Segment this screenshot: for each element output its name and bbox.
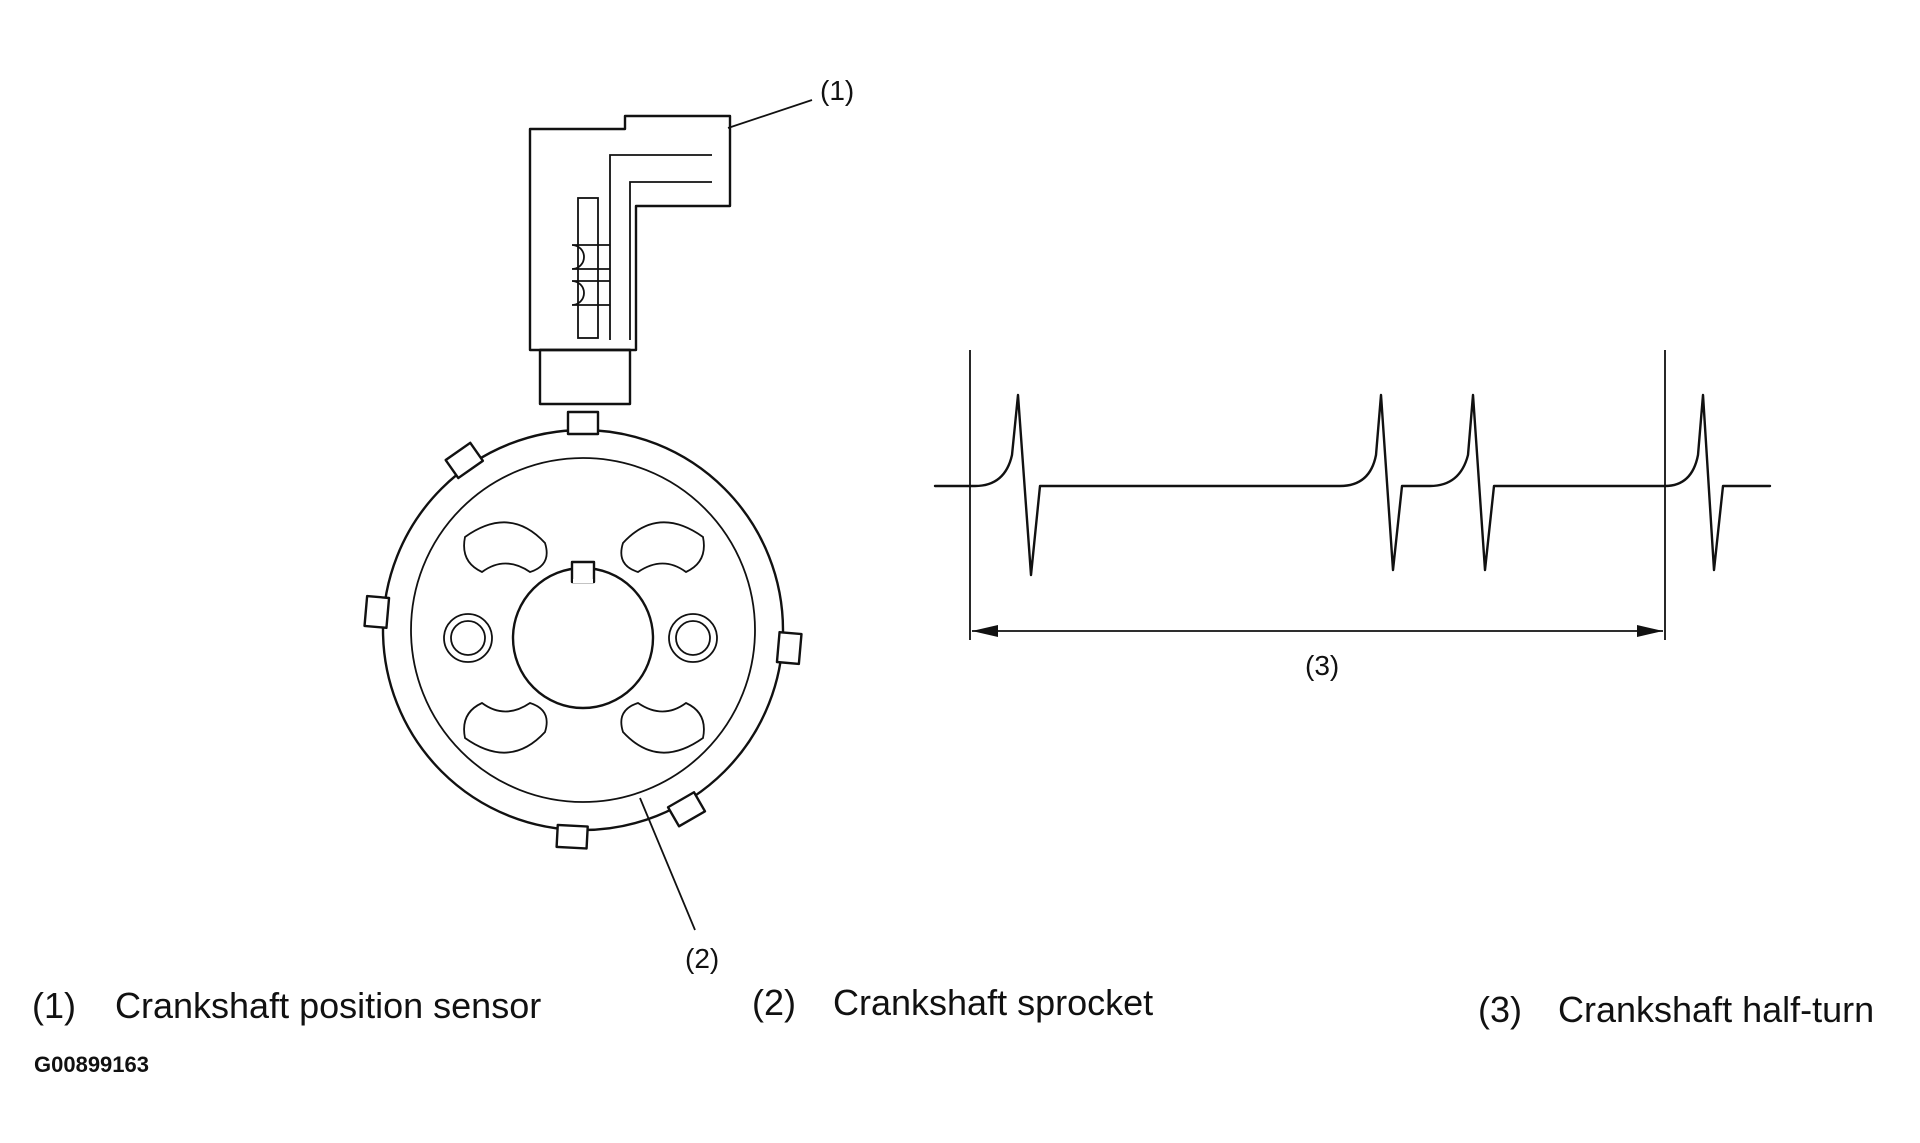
legend-item-number: (1) bbox=[32, 985, 76, 1026]
callout-sprocket: (2) bbox=[685, 943, 719, 974]
sprocket-tooth bbox=[555, 823, 589, 850]
bolt-hole-outer bbox=[668, 613, 718, 663]
sprocket-tooth bbox=[666, 791, 707, 828]
bolt-hole-inner bbox=[675, 620, 711, 656]
sprocket-slot bbox=[463, 521, 548, 574]
crankshaft-position-sensor bbox=[528, 99, 813, 406]
crankshaft-sprocket bbox=[363, 410, 803, 931]
sensor-signal-waveform bbox=[933, 350, 1772, 640]
sensor-cable-channel bbox=[609, 154, 712, 340]
signal-trace bbox=[933, 393, 1772, 577]
legend-item-label: Crankshaft sprocket bbox=[833, 982, 1153, 1023]
legend: (1) Crankshaft position sensor (2) Crank… bbox=[32, 982, 1874, 1030]
sprocket-slot bbox=[620, 521, 705, 574]
dimension-arrow-left bbox=[972, 625, 998, 637]
legend-item-label: Crankshaft half-turn bbox=[1558, 989, 1874, 1030]
bolt-hole-inner bbox=[450, 620, 486, 656]
callout-sensor: (1) bbox=[820, 75, 854, 106]
sprocket-slot bbox=[620, 701, 705, 754]
sensor-tip bbox=[538, 348, 632, 406]
bolt-hole-outer bbox=[443, 613, 493, 663]
sprocket-tooth bbox=[444, 441, 485, 480]
legend-item-number: (2) bbox=[752, 982, 796, 1023]
callout-half-turn: (3) bbox=[1305, 650, 1339, 681]
sprocket-tooth bbox=[775, 630, 803, 666]
figure-code: G00899163 bbox=[34, 1052, 149, 1077]
sprocket-tooth bbox=[566, 410, 600, 436]
legend-item-number: (3) bbox=[1478, 989, 1522, 1030]
sprocket-tooth bbox=[363, 594, 391, 630]
dimension-arrow-right bbox=[1637, 625, 1663, 637]
sensor-coil-winding bbox=[571, 244, 610, 306]
sprocket-center-bore bbox=[511, 566, 655, 710]
sprocket-inner-ring bbox=[410, 457, 756, 803]
sensor-leader-line bbox=[727, 99, 813, 129]
sprocket-leader-line bbox=[639, 797, 696, 931]
sprocket-slot bbox=[463, 701, 548, 754]
legend-item-label: Crankshaft position sensor bbox=[115, 985, 541, 1026]
